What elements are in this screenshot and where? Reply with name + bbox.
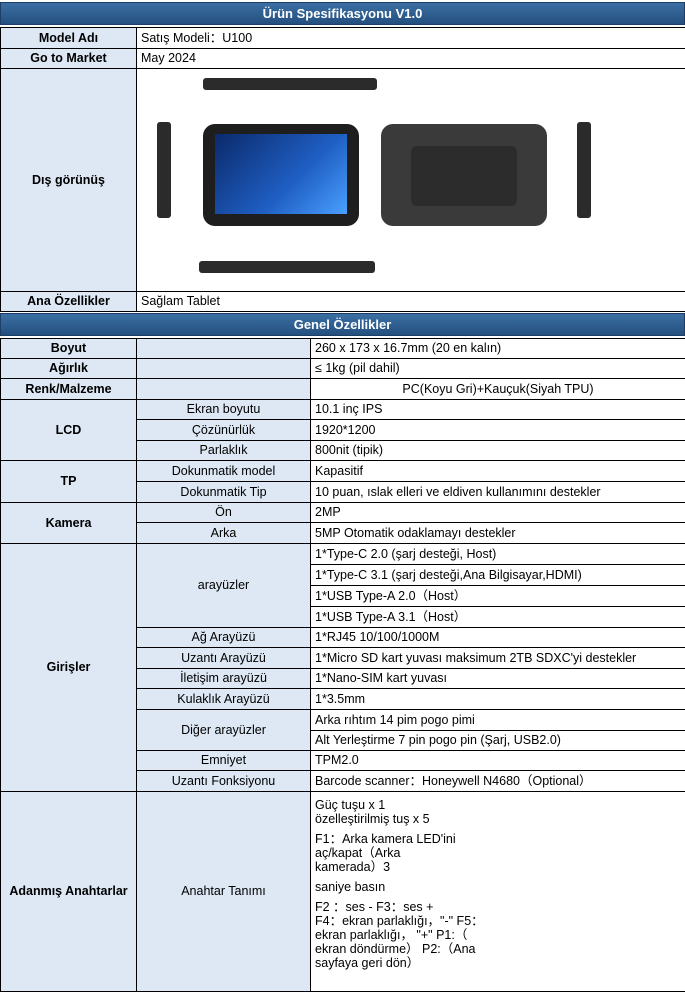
camera-rear-value: 5MP Otomatik odaklamayı destekler: [311, 523, 685, 544]
camera-front-value: 2MP: [311, 503, 685, 523]
tp-model-label: Dokunmatik model: [137, 461, 311, 482]
comm-label: İletişim arayüzü: [137, 669, 311, 689]
lcd-size-value: 10.1 inç IPS: [311, 400, 685, 420]
interface-value: 1*USB Type-A 2.0（Host）: [311, 586, 685, 607]
other-value: Arka rıhtım 14 pim pogo pimi: [311, 710, 685, 731]
weight-row: Ağırlık ≤ 1kg (pil dahil): [1, 359, 685, 379]
general-title-bar: Genel Özellikler: [0, 313, 685, 336]
top-table: Model Adı Satış Modeli：U100 Go to Market…: [0, 27, 685, 312]
io-row: Girişler arayüzler 1*Type-C 2.0 (şarj de…: [1, 544, 685, 565]
spec-title: Ürün Spesifikasyonu V1.0: [263, 6, 423, 21]
main-features-label: Ana Özellikler: [1, 292, 137, 312]
lcd-label: LCD: [1, 400, 137, 461]
ext-func-value: Barcode scanner：Honeywell N4680（Optional…: [311, 771, 685, 792]
key-line: saniye basın: [315, 880, 681, 894]
market-label: Go to Market: [1, 49, 137, 69]
appearance-row: Dış görünüş: [1, 69, 685, 292]
key-line: F2 ：ses - F3：ses +: [315, 900, 681, 914]
lcd-row: LCD Ekran boyutu 10.1 inç IPS: [1, 400, 685, 420]
camera-front-label: Ön: [137, 503, 311, 523]
lcd-resolution-value: 1920*1200: [311, 420, 685, 441]
interface-value: 1*Type-C 3.1 (şarj desteği,Ana Bilgisaya…: [311, 565, 685, 586]
key-line: F4：ekran parlaklığı，"-" F5：: [315, 914, 681, 928]
extension-label: Uzantı Arayüzü: [137, 648, 311, 669]
lcd-brightness-value: 800nit (tipik): [311, 441, 685, 461]
camera-rear-label: Arka: [137, 523, 311, 544]
tp-label: TP: [1, 461, 137, 503]
spec-title-bar: Ürün Spesifikasyonu V1.0: [0, 2, 685, 25]
tp-model-value: Kapasitif: [311, 461, 685, 482]
weight-label: Ağırlık: [1, 359, 137, 379]
key-line: sayfaya geri dön）: [315, 956, 681, 970]
color-label: Renk/Malzeme: [1, 379, 137, 400]
key-line: Güç tuşu x 1: [315, 798, 681, 812]
device-back-image: [381, 124, 547, 226]
general-title: Genel Özellikler: [294, 317, 392, 332]
extension-value: 1*Micro SD kart yuvası maksimum 2TB SDXC…: [311, 648, 685, 669]
device-bottom-view-image: [199, 261, 375, 273]
main-features-value: Sağlam Tablet: [137, 292, 685, 312]
other-value: Alt Yerleştirme 7 pin pogo pin (Şarj, US…: [311, 731, 685, 751]
key-line: özelleştirilmiş tuş x 5: [315, 812, 681, 826]
main-features-row: Ana Özellikler Sağlam Tablet: [1, 292, 685, 312]
key-line: F1：Arka kamera LED'ini: [315, 832, 681, 846]
network-value: 1*RJ45 10/100/1000M: [311, 628, 685, 648]
color-value: PC(Koyu Gri)+Kauçuk(Siyah TPU): [311, 379, 685, 400]
keys-row: Adanmış Anahtarlar Anahtar Tanımı Güç tu…: [1, 792, 685, 992]
key-line: ekran parlaklığı， "+" P1:（: [315, 928, 681, 942]
weight-value: ≤ 1kg (pil dahil): [311, 359, 685, 379]
model-value: Satış Modeli：U100: [137, 28, 685, 49]
ext-func-label: Uzantı Fonksiyonu: [137, 771, 311, 792]
color-row: Renk/Malzeme PC(Koyu Gri)+Kauçuk(Siyah T…: [1, 379, 685, 400]
interfaces-label: arayüzler: [137, 544, 311, 628]
lcd-resolution-label: Çözünürlük: [137, 420, 311, 441]
device-front-image: [203, 124, 359, 226]
other-label: Diğer arayüzler: [137, 710, 311, 751]
device-left-side-image: [157, 122, 171, 218]
device-right-side-image: [577, 122, 591, 218]
tp-row: TP Dokunmatik model Kapasitif: [1, 461, 685, 482]
spec-table: Boyut 260 x 173 x 16.7mm (20 en kalın) A…: [0, 338, 685, 992]
interface-value: 1*USB Type-A 3.1（Host）: [311, 607, 685, 628]
market-row: Go to Market May 2024: [1, 49, 685, 69]
tp-type-value: 10 puan, ıslak elleri ve eldiven kullanı…: [311, 482, 685, 503]
size-value: 260 x 173 x 16.7mm (20 en kalın): [311, 339, 685, 359]
size-row: Boyut 260 x 173 x 16.7mm (20 en kalın): [1, 339, 685, 359]
appearance-photos: [137, 69, 685, 292]
keys-value: Güç tuşu x 1 özelleştirilmiş tuş x 5 F1：…: [311, 792, 685, 992]
keys-sub-label: Anahtar Tanımı: [137, 792, 311, 992]
comm-value: 1*Nano-SIM kart yuvası: [311, 669, 685, 689]
headphone-value: 1*3.5mm: [311, 689, 685, 710]
model-label: Model Adı: [1, 28, 137, 49]
key-line: ekran döndürme） P2:（Ana: [315, 942, 681, 956]
network-label: Ağ Arayüzü: [137, 628, 311, 648]
model-row: Model Adı Satış Modeli：U100: [1, 28, 685, 49]
key-line: kamerada）3: [315, 860, 681, 874]
key-line: aç/kapat（Arka: [315, 846, 681, 860]
io-label: Girişler: [1, 544, 137, 792]
keys-label: Adanmış Anahtarlar: [1, 792, 137, 992]
tp-type-label: Dokunmatik Tip: [137, 482, 311, 503]
interface-value: 1*Type-C 2.0 (şarj desteği, Host): [311, 544, 685, 565]
lcd-size-label: Ekran boyutu: [137, 400, 311, 420]
device-images: [137, 70, 685, 291]
size-label: Boyut: [1, 339, 137, 359]
headphone-label: Kulaklık Arayüzü: [137, 689, 311, 710]
lcd-brightness-label: Parlaklık: [137, 441, 311, 461]
security-value: TPM2.0: [311, 751, 685, 771]
market-value: May 2024: [137, 49, 685, 69]
camera-row: Kamera Ön 2MP: [1, 503, 685, 523]
camera-label: Kamera: [1, 503, 137, 544]
appearance-label: Dış görünüş: [1, 69, 137, 292]
device-top-view-image: [203, 78, 377, 90]
security-label: Emniyet: [137, 751, 311, 771]
